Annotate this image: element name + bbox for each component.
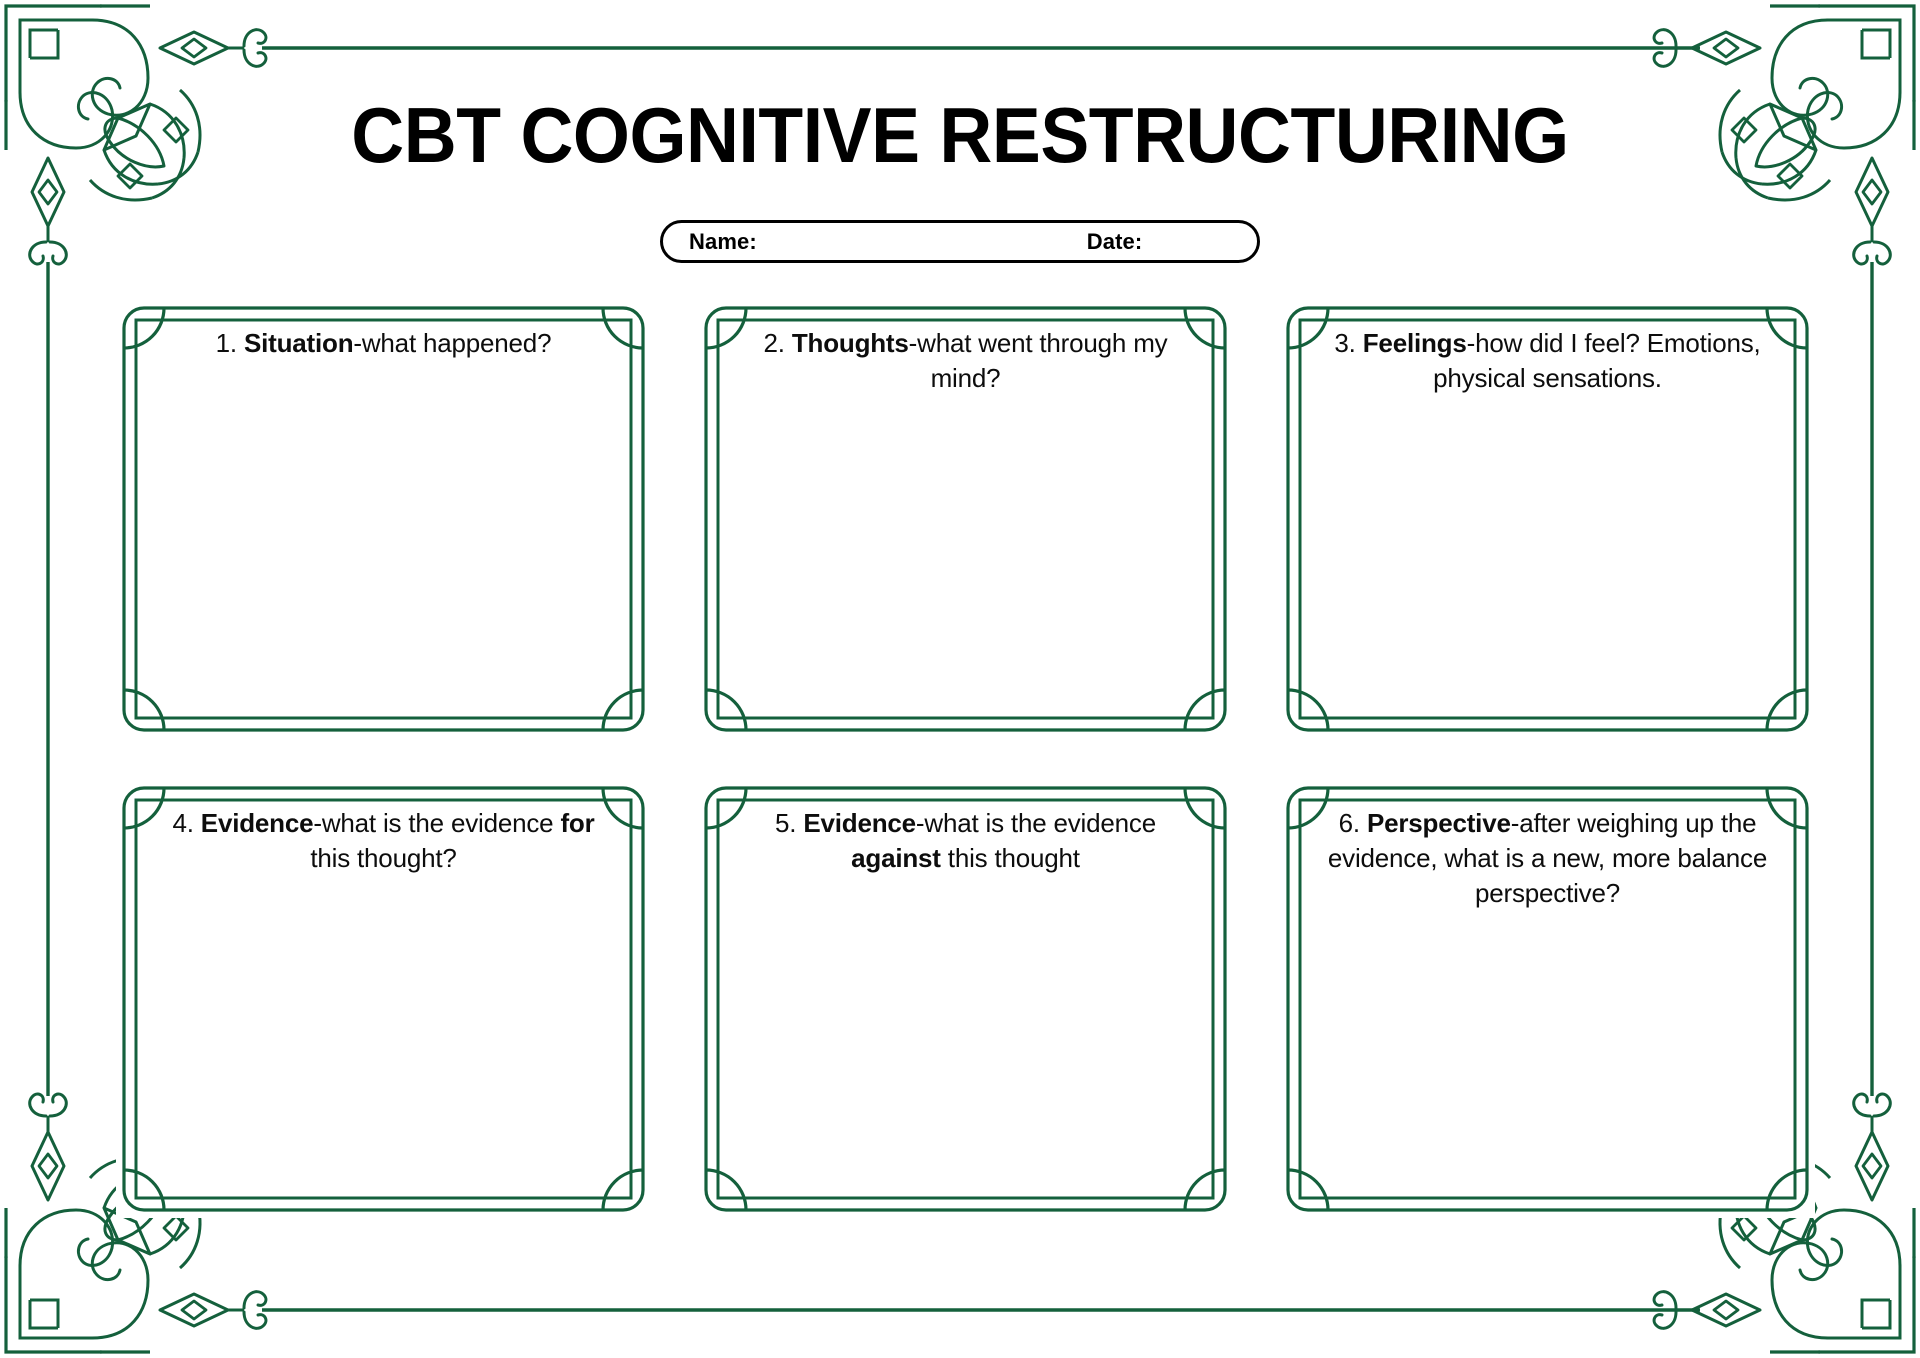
worksheet-box-4[interactable]: 4. Evidence-what is the evidence for thi… <box>116 780 651 1218</box>
box-label-2: 2. Thoughts-what went through my mind? <box>732 326 1199 396</box>
box-number-6: 6. <box>1338 808 1360 838</box>
finial-top-right <box>1652 28 1762 68</box>
box-label-6: 6. Perspective-after weighing up the evi… <box>1314 806 1781 910</box>
worksheet-box-5[interactable]: 5. Evidence-what is the evidence against… <box>698 780 1233 1218</box>
box-answer-area-3[interactable] <box>1310 450 1785 712</box>
box-rest-4a: -what is the evidence <box>313 808 561 838</box>
finial-left-bottom <box>28 1092 68 1202</box>
name-label: Name: <box>689 228 757 254</box>
box-frame-5 <box>704 786 1227 1212</box>
box-answer-area-5[interactable] <box>728 930 1203 1192</box>
box-label-3: 3. Feelings-how did I feel? Emotions, ph… <box>1314 326 1781 396</box>
box-emphasis-4: for <box>560 808 595 838</box>
box-frame-3 <box>1286 306 1809 732</box>
worksheet-box-6[interactable]: 6. Perspective-after weighing up the evi… <box>1280 780 1815 1218</box>
box-number-4: 4. <box>172 808 194 838</box>
box-rest-1: -what happened? <box>353 328 552 358</box>
box-keyword-1: Situation <box>243 328 354 358</box>
name-date-bar: Name: Date: <box>660 220 1260 263</box>
box-keyword-5: Evidence <box>803 808 916 838</box>
box-rest-5b: this thought <box>940 842 1080 873</box>
box-frame-2 <box>704 306 1227 732</box>
box-rest-5a: -what is the evidence <box>915 808 1156 838</box>
finial-right-bottom <box>1852 1092 1892 1202</box>
worksheet-box-2[interactable]: 2. Thoughts-what went through my mind? <box>698 300 1233 738</box>
box-rest-2: -what went through my mind? <box>908 328 1168 393</box>
box-number-1: 1. <box>215 328 237 358</box>
box-frame-4 <box>122 786 645 1212</box>
box-answer-area-4[interactable] <box>146 930 621 1192</box>
box-keyword-4: Evidence <box>200 808 314 838</box>
box-frame-6 <box>1286 786 1809 1212</box>
box-number-2: 2. <box>763 328 785 358</box>
box-number-5: 5. <box>775 808 797 838</box>
box-label-4: 4. Evidence-what is the evidence for thi… <box>150 806 617 876</box>
box-answer-area-2[interactable] <box>728 450 1203 712</box>
worksheet-grid: 1. Situation-what happened? 2. Thoughts-… <box>116 300 1816 1218</box>
page-title: CBT COGNITIVE RESTRUCTURING <box>351 91 1569 179</box>
box-answer-area-1[interactable] <box>146 450 621 712</box>
date-label: Date: <box>1086 228 1143 254</box>
worksheet-box-3[interactable]: 3. Feelings-how did I feel? Emotions, ph… <box>1280 300 1815 738</box>
box-keyword-6: Perspective <box>1366 808 1511 838</box>
box-frame-1 <box>122 306 645 732</box>
finial-bottom-right <box>1652 1290 1762 1330</box>
box-rest-3: -how did I feel? Emotions, physical sens… <box>1433 328 1761 393</box>
worksheet-box-1[interactable]: 1. Situation-what happened? <box>116 300 651 738</box>
box-keyword-3: Feelings <box>1362 328 1467 358</box>
finial-bottom-left <box>158 1290 268 1330</box>
box-label-5: 5. Evidence-what is the evidence against… <box>732 806 1199 876</box>
box-rest-6: -after weighing up the evidence, what is… <box>1327 808 1768 908</box>
box-keyword-2: Thoughts <box>791 328 909 358</box>
box-rest-4b: this thought? <box>310 842 457 873</box>
finial-top-left <box>158 28 268 68</box>
box-number-3: 3. <box>1334 328 1356 358</box>
box-label-1: 1. Situation-what happened? <box>150 326 617 361</box>
box-answer-area-6[interactable] <box>1310 930 1785 1192</box>
box-emphasis-5: against <box>851 842 941 873</box>
